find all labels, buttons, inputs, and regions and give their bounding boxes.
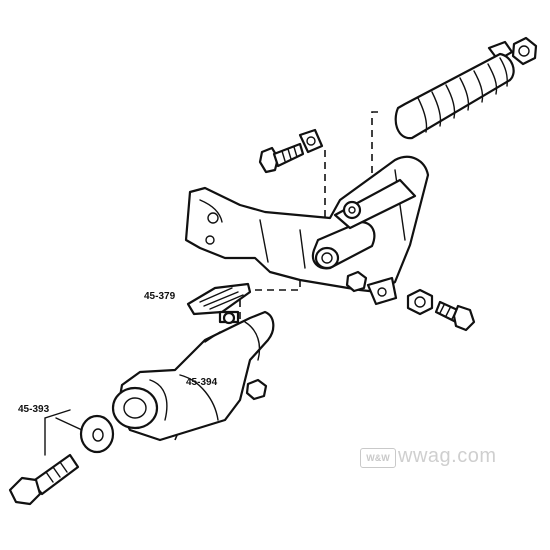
lower-bracket-nut: [245, 378, 268, 401]
label-leaders: [44, 409, 83, 456]
main-mounting-bracket: [184, 155, 430, 294]
lower-footrest-bracket: [111, 310, 275, 442]
footpeg-pad: [186, 282, 252, 325]
watermark-badge: W&W: [360, 448, 396, 468]
footpeg-rubber: [394, 52, 515, 140]
upper-clevis: [333, 178, 417, 230]
watermark-site: wwag.com: [398, 445, 497, 467]
upper-lock-washer: [298, 128, 324, 154]
footpeg-part-label: 45-379: [144, 291, 176, 302]
right-bolt: [434, 300, 476, 332]
bracket-nut: [345, 270, 368, 293]
bolt-kit-part-label: 45-393: [18, 404, 50, 415]
right-nut: [406, 288, 434, 316]
washer: [79, 414, 115, 454]
bracket-part-label: 45-394: [186, 377, 218, 388]
top-nut: [511, 36, 538, 66]
bracket-lower-ear: [366, 276, 398, 306]
bracket-pivot-boss: [311, 220, 376, 270]
upper-bolt: [258, 142, 305, 174]
hex-bolt: [8, 453, 80, 506]
